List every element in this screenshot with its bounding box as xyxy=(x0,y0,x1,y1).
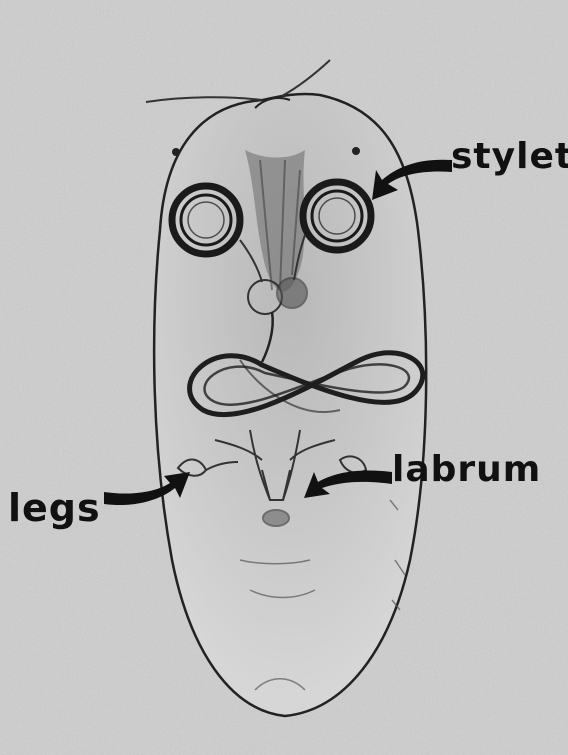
eye-spot-right xyxy=(352,147,360,155)
label-stylet: stylet xyxy=(451,139,568,175)
label-labrum: labrum xyxy=(392,452,541,488)
label-legs: legs xyxy=(8,489,101,527)
eye-spot-left xyxy=(172,148,180,156)
